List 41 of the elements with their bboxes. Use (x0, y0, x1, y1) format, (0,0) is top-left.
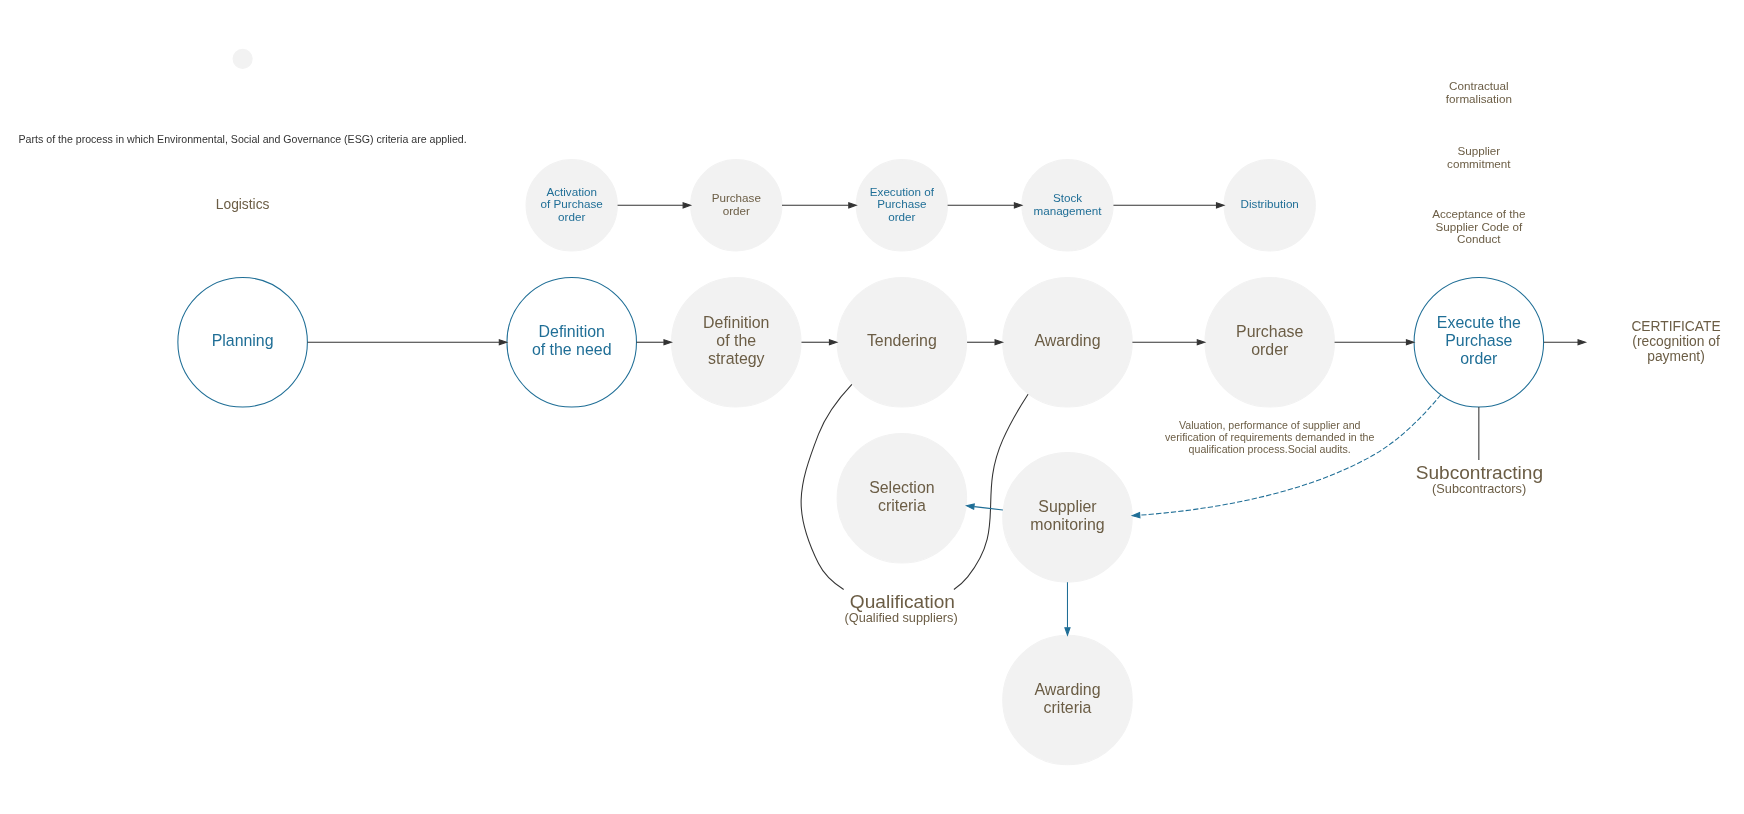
node-circle: Tendering (836, 276, 968, 408)
arrow (1543, 338, 1588, 346)
arrow (1112, 201, 1226, 209)
arrow (1130, 394, 1442, 519)
label: CERTIFICATE (recognition of payment) (1631, 318, 1721, 364)
arrow (966, 338, 1005, 346)
node-circle: Activation of Purchase order (525, 159, 618, 252)
arrow (636, 338, 673, 346)
node-text: Qualification (Qualified suppliers) (844, 591, 958, 626)
arrow (1334, 338, 1416, 346)
edge-label: Valuation, performance of supplier and verification of requirements demanded in the qualification process.Social audits. (1165, 419, 1375, 455)
node-circle: Supplier monitoring (1002, 452, 1133, 583)
arrow (800, 338, 839, 346)
node-circle: Purchase order (690, 159, 783, 252)
label: Logistics (215, 196, 270, 212)
node-circle: Selection criteria (836, 433, 968, 564)
arrow (947, 201, 1024, 209)
node-circle: Execute the Purchase order (1413, 276, 1545, 408)
node-text: Subcontracting (Subcontractors) (1415, 461, 1544, 496)
node-circle: Definition of the strategy (671, 276, 802, 408)
node-circle: Execution of Purchase order (855, 159, 949, 252)
node-circle: Awarding criteria (1002, 634, 1133, 766)
node-circle: Planning (177, 276, 308, 408)
arrow (1064, 581, 1071, 637)
arrow (781, 201, 858, 209)
connector (953, 393, 1029, 590)
arrow (307, 338, 509, 346)
arrow (617, 201, 693, 209)
legend-label: Parts of the process in which Environmental, Social and Governance (ESG) criteria are applied. (18, 133, 467, 146)
connector (800, 383, 853, 591)
node-circle: Awarding (1002, 276, 1133, 408)
node-label: Contractual formalisation (1445, 79, 1512, 106)
node-circle: Stock management (1021, 159, 1114, 252)
arrow (965, 503, 1004, 511)
connector (1478, 406, 1480, 461)
node-circle: Purchase order (1204, 276, 1335, 408)
node-label: Supplier commitment (1447, 144, 1511, 170)
node-label: Acceptance of the Supplier Code of Conduct (1432, 206, 1526, 246)
arrow (1131, 338, 1207, 346)
node-circle: Distribution (1223, 159, 1316, 252)
node-circle: Definition of the need (506, 276, 637, 408)
